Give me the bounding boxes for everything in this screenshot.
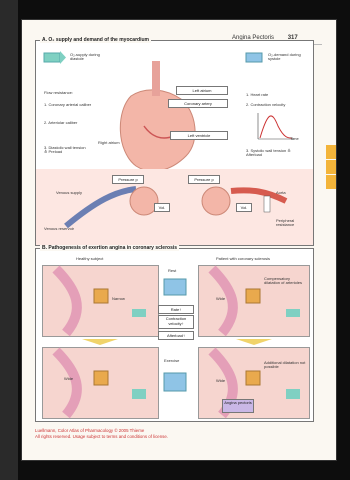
afterload-box: Afterload↑ bbox=[158, 331, 194, 340]
left-atrium-box: Left atrium bbox=[176, 86, 228, 95]
aorta-label: Aorta bbox=[276, 191, 286, 195]
patient-exercise-coil-icon bbox=[246, 371, 260, 385]
healthy-rest-vessel bbox=[56, 269, 77, 333]
rest-demand-icon bbox=[164, 279, 186, 295]
peripheral-resistance-label: Peripheral resistance bbox=[276, 219, 311, 228]
narrow-label: Narrow bbox=[112, 297, 125, 301]
exercise-label: Exercise bbox=[164, 359, 179, 363]
right-atrium-label: Right atrium bbox=[98, 141, 123, 145]
left-ventricle-shape bbox=[202, 187, 230, 215]
supply-arrow-icon bbox=[44, 53, 60, 62]
left-ventricle-box: Left ventricle bbox=[170, 131, 228, 140]
healthy-rest-coil-icon bbox=[94, 289, 108, 303]
pressure-box-right: Pressure p bbox=[188, 175, 220, 184]
flow-resistance-label: Flow resistance: bbox=[44, 91, 73, 95]
circuit-band bbox=[36, 169, 313, 245]
compensatory-label: Compensatory dilatation of arterioles bbox=[264, 277, 306, 286]
patient-rest-coil-icon bbox=[246, 289, 260, 303]
contraction-curve bbox=[260, 116, 292, 138]
rest-label: Rest bbox=[168, 269, 176, 273]
thumb-tab bbox=[326, 145, 336, 159]
pressure-box-left: Pressure p bbox=[112, 175, 144, 184]
book-spine bbox=[0, 0, 18, 480]
additional-dilatation-label: Additional dilatation not possible bbox=[264, 361, 306, 370]
patient-rest-arrow-icon bbox=[286, 309, 300, 317]
contraction-velocity-label: 2. Contraction velocity bbox=[246, 103, 296, 107]
section-a: A. O₂ supply and demand of the myocardiu… bbox=[35, 40, 314, 246]
thumb-tab bbox=[326, 175, 336, 189]
healthy-down-arrow-icon bbox=[82, 339, 118, 345]
demand-legend: O₂-demand during systole bbox=[268, 53, 308, 62]
healthy-exercise-coil-icon bbox=[94, 371, 108, 385]
book-page: Angina Pectoris 317 A. O₂ supply and dem… bbox=[22, 20, 336, 460]
venous-supply-label: Venous supply bbox=[56, 191, 86, 195]
rate-box: Rate↑ bbox=[158, 305, 194, 314]
healthy-rest-arrow-icon bbox=[132, 309, 146, 317]
healthy-exercise-arrow-icon bbox=[132, 389, 146, 399]
diastolic-tension-label: 3. Diastolic wall tension ≙ Preload bbox=[44, 146, 89, 155]
myocardium-diagram bbox=[36, 41, 313, 245]
systolic-tension-label: 3. Systolic wall tension ≙ Afterload bbox=[246, 149, 296, 158]
demand-box-icon bbox=[246, 53, 262, 62]
heart-rate-label: 1. Heart rate bbox=[246, 93, 268, 97]
exercise-demand-icon bbox=[164, 373, 186, 391]
healthy-exercise-vessel bbox=[56, 351, 77, 415]
venous-reservoir-label: Venous reservoir bbox=[44, 227, 74, 231]
supply-legend: O₂-supply during diastole bbox=[70, 53, 110, 62]
copyright-footer: Luellmann, Color Atlas of Pharmacology ©… bbox=[35, 428, 168, 439]
wide-label-healthy-exercise: Wide bbox=[64, 377, 73, 381]
section-b: B. Pathogenesis of exertion angina in co… bbox=[35, 248, 314, 422]
angina-box: Angina pectoris bbox=[222, 399, 254, 413]
vol-box-left: Vol. bbox=[154, 203, 170, 212]
coronary-caliber-label: 1. Coronary arterial caliber bbox=[44, 103, 94, 107]
footer-line2: All rights reserved. Usage subject to te… bbox=[35, 434, 168, 440]
coronary-artery-box: Coronary artery bbox=[168, 99, 228, 108]
resistance-icon bbox=[264, 196, 270, 212]
patient-exercise-arrow-icon bbox=[286, 389, 300, 399]
wide-label-patient-exercise: Wide bbox=[216, 379, 225, 383]
patient-down-arrow-icon bbox=[236, 339, 272, 345]
arteriolar-caliber-label: 2. Arteriolar caliber bbox=[44, 121, 89, 125]
time-axis-label: Time bbox=[290, 137, 299, 141]
wide-label-rest: Wide bbox=[216, 297, 225, 301]
contraction-box: Contraction velocity↑ bbox=[158, 315, 194, 329]
vol-box-right: Vol. bbox=[236, 203, 252, 212]
supply-arrow-head bbox=[60, 51, 66, 64]
thumb-tab bbox=[326, 160, 336, 174]
